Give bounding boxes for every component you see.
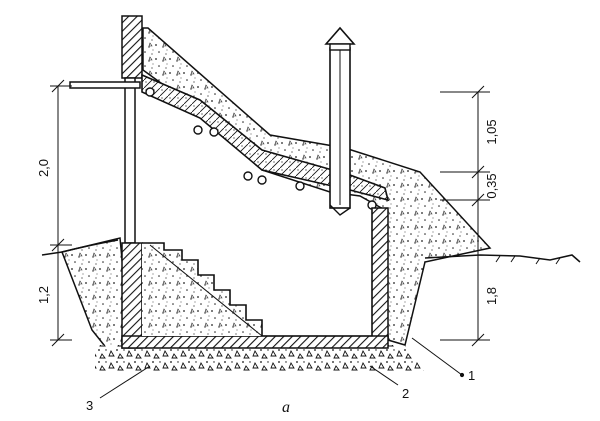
gravel-bed — [95, 345, 425, 372]
vent-cap — [324, 26, 356, 45]
dim-left-lower: 1,2 — [36, 286, 51, 304]
stairs-outline — [142, 242, 263, 336]
left-ground-line — [41, 239, 119, 256]
floor-slab — [121, 335, 389, 349]
dim-right-lower: 1,8 — [484, 287, 499, 305]
left-soil — [60, 237, 131, 351]
vent-outlet — [329, 204, 351, 216]
dim-right-middle: 0,35 — [484, 173, 499, 198]
callout-2: 2 — [402, 386, 409, 401]
roof-beam — [141, 73, 390, 202]
left-wall-lower — [121, 242, 143, 349]
callout-1: 1 — [468, 368, 475, 383]
door-awning — [69, 81, 141, 89]
right-wall — [371, 207, 389, 341]
stairs-fill — [142, 243, 262, 336]
left-door-frame — [124, 77, 136, 244]
left-dimension — [50, 79, 72, 347]
right-ground-ticks — [495, 255, 561, 265]
callout-3: 3 — [86, 398, 93, 413]
right-dimension — [440, 85, 490, 347]
dim-right-top: 1,05 — [484, 119, 499, 144]
left-wall-upper — [121, 15, 143, 79]
right-ground-line — [424, 254, 581, 263]
callout-leaders — [99, 337, 465, 399]
dim-left-upper: 2,0 — [36, 159, 51, 177]
figure-caption: а — [282, 399, 290, 416]
